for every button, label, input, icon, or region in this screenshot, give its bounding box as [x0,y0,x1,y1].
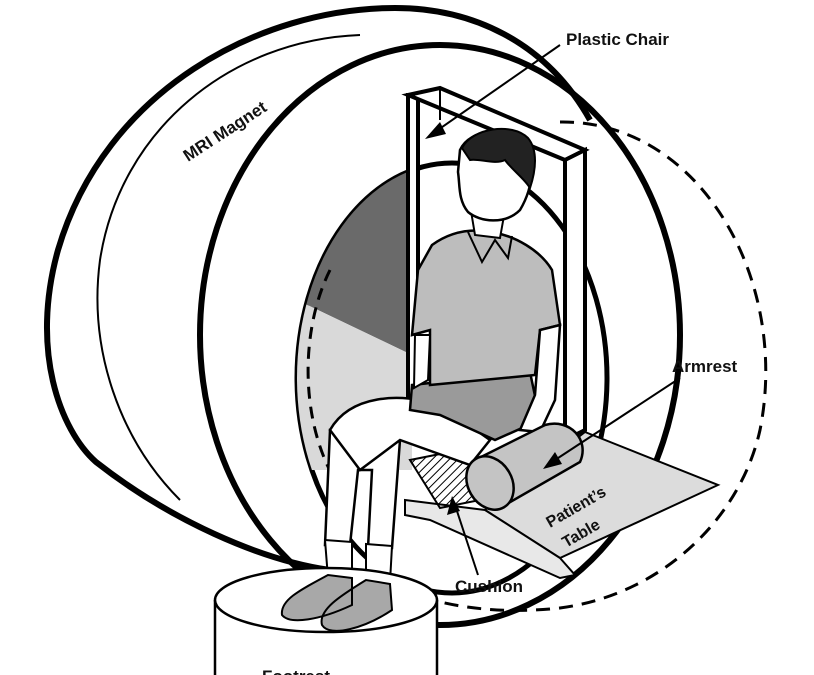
bore-dashed-inner [306,269,337,481]
label-cushion: Cushion [455,577,523,596]
magnet-outer-shell [44,5,396,573]
footrest [213,566,439,675]
magnet-front-ring-outer [197,42,683,628]
label-mri-magnet: MRI Magnet [180,97,271,165]
patient-left-arm [412,334,432,390]
arrow-armrest [551,377,681,463]
table-slab-edge [404,498,577,580]
arrow-cushion [454,504,479,576]
patient-table [404,430,721,580]
label-armrest: Armrest [672,357,738,376]
leader-arrows [425,44,681,576]
patient-shirt [410,229,562,387]
bore-dashed-outline [378,120,768,612]
label-plastic-chair: Plastic Chair [566,30,669,49]
arrow-plastic-chair [434,44,561,133]
armrest [465,422,584,511]
magnet-inner-rim-line [96,34,361,501]
label-footrest: Footrest [262,667,330,675]
armrest-end [465,455,515,511]
patient-figure [280,127,562,632]
chair-back-right-post [563,146,587,444]
patient-hair [460,127,536,191]
patient-collar [467,231,513,265]
